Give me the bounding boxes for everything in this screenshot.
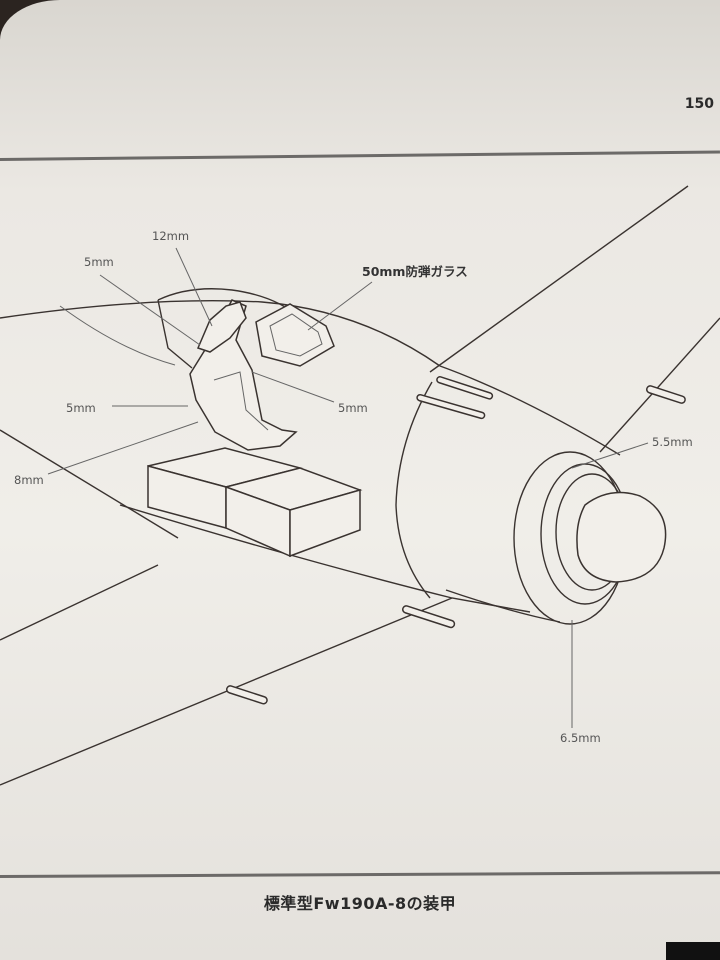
- wing-gun-left: [225, 685, 268, 705]
- armor-box-right-side: [289, 489, 361, 558]
- cowling-top: [439, 365, 621, 456]
- page-corner-shadow: [666, 942, 720, 960]
- wing-root-lower-edge: [0, 597, 453, 786]
- gun-fairing-1: [436, 376, 494, 400]
- leader-5mm-canopy: [251, 371, 335, 403]
- left-wing-upper-edge: [0, 429, 179, 539]
- seat-inner-line: [213, 371, 269, 431]
- label-5mm-canopy: 5mm: [338, 401, 368, 415]
- leader-8mm: [47, 421, 199, 475]
- right-wing-leading-edge: [429, 185, 689, 373]
- gun-fairing-2: [416, 393, 486, 420]
- leader-5mm-upper: [99, 274, 201, 346]
- figure-caption: 標準型Fw190A-8の装甲: [263, 894, 457, 913]
- cowling-bottom: [445, 589, 561, 623]
- leader-5-5mm: [571, 442, 649, 469]
- label-8mm: 8mm: [14, 473, 44, 487]
- page-number: 150: [684, 96, 714, 112]
- label-5-5mm: 5.5mm: [652, 435, 693, 449]
- windshield-inner: [269, 313, 323, 357]
- label-5mm-seat: 5mm: [66, 401, 96, 415]
- leader-50mm-glass: [307, 281, 373, 331]
- leader-12mm: [175, 247, 213, 327]
- spinner: [576, 491, 667, 583]
- label-5mm-upper: 5mm: [84, 255, 114, 269]
- fuselage-top-line: [0, 300, 441, 367]
- left-wing-lower-edge: [0, 564, 159, 641]
- wing-gun-right: [645, 385, 686, 404]
- label-50mm-glass: 50mm防弾ガラス: [362, 264, 468, 279]
- canopy-rear: [157, 299, 193, 369]
- fuselage-spine: [59, 305, 176, 366]
- cowling-panel-line: [395, 381, 433, 599]
- label-6-5mm: 6.5mm: [560, 731, 601, 745]
- label-12mm: 12mm: [152, 229, 189, 243]
- headrest-armor: [196, 301, 247, 353]
- wing-gun-center: [401, 605, 456, 629]
- windshield-frame: [255, 303, 335, 367]
- right-wing-trailing-edge: [599, 317, 720, 453]
